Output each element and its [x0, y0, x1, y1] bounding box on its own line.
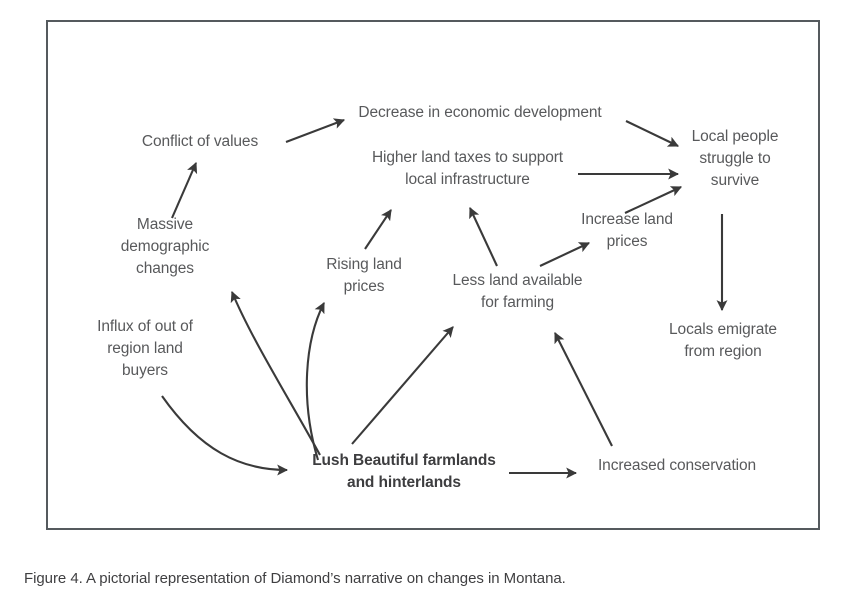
node-massive-demographic-changes: Massive demographic changes	[120, 216, 210, 277]
node-locals-emigrate-from-region: Locals emigrate from region	[669, 321, 777, 360]
node-conflict-of-values: Conflict of values	[141, 133, 259, 150]
figure-caption: Figure 4. A pictorial representation of …	[24, 570, 566, 587]
node-higher-land-taxes: Higher land taxes to support local infra…	[371, 149, 564, 188]
node-local-people-struggle-to-survive: Local people struggle to survive	[691, 128, 779, 189]
node-less-land-available-for-farming: Less land available for farming	[452, 272, 583, 311]
node-rising-land-prices: Rising land prices	[326, 256, 402, 295]
node-increased-conservation: Increased conservation	[597, 457, 757, 474]
node-increase-land-prices: Increase land prices	[581, 211, 673, 250]
node-lush-beautiful-farmlands: Lush Beautiful farmlands and hinterlands	[312, 452, 496, 491]
node-decrease-in-economic-development: Decrease in economic development	[358, 104, 602, 121]
node-influx-of-out-of-region-land-buyers: Influx of out of region land buyers	[97, 318, 193, 379]
